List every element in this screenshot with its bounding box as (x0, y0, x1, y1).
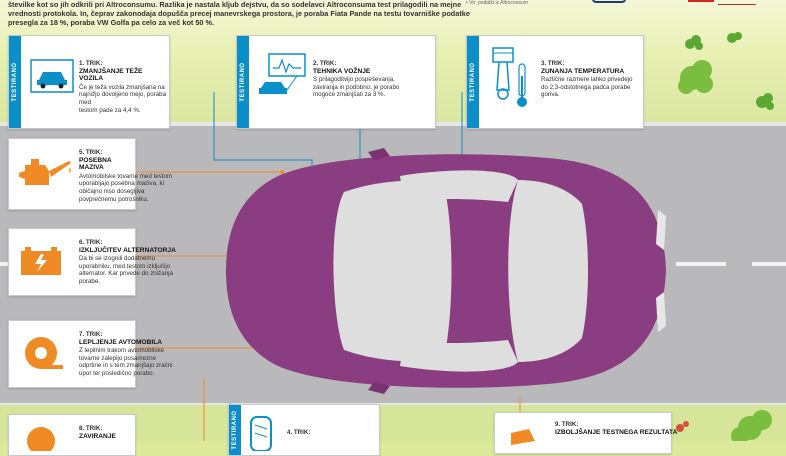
trick-title: ZMANJŠANJE TEŽE VOZILA (79, 67, 143, 83)
trick-title: POSEBNA MAZIVA (79, 156, 112, 172)
trick-desc-line: testom pade za 4,4 %. (79, 106, 141, 114)
lane-marking (752, 262, 786, 266)
trick-card-7: 7. TRIK: LEPLJENJE AVTOMOBILA Z lepilnim… (8, 320, 173, 388)
intro-line: presegla za 18 %, poraba VW Golfa pa cel… (8, 18, 215, 27)
intro-line: številke kot so jih odkrili pri Altrocon… (8, 0, 462, 9)
trick-desc-line: Različne razmere lahko privedejo (541, 76, 633, 84)
trick-desc-line: alternator. Kar privede do znižanja (79, 270, 173, 278)
trick-title: ZUNANJA TEMPERATURA (541, 67, 625, 75)
trick-number: 4. TRIK: (287, 429, 311, 436)
trick-title: TEHNIKA VOŽNJE (313, 67, 371, 75)
trick-title: IZBOLJŠANJE TESTNEGA REZULTATA (555, 428, 678, 436)
tested-tab: TESTIRANO (237, 36, 249, 128)
brake-icon (27, 427, 55, 451)
trick-desc-line: goriva. (541, 91, 560, 99)
trick-desc-line: mogoče zmanjšati za 3 %. (313, 91, 386, 99)
trick-desc-line: Če je teža vozila zmanjšana na (79, 83, 165, 91)
trick-desc-line: običajno niso dosegljiva (79, 187, 145, 195)
tested-tab: TESTIRANO (467, 36, 479, 128)
trick-desc-line: porabe. (79, 277, 100, 285)
trick-title: IZKLJUČITEV ALTERNATORJA (79, 246, 176, 254)
trick-desc-line: Z lepilnim trakom avtomobilske (79, 347, 164, 355)
trick-number: 2. TRIK: (313, 60, 337, 67)
trick-desc-line: zaviranja in podobno, je porabo (313, 83, 400, 91)
trees-illustration (678, 32, 774, 110)
trick-desc-line: odprtine in s tem zmanjšajo zračni (79, 362, 173, 370)
trees-illustration-bottom (676, 410, 772, 441)
trick-title: LEPLJENJE AVTOMOBILA (79, 338, 163, 346)
trick-card-6: 6. TRIK: IZKLJUČITEV ALTERNATORJA Da bi … (8, 228, 176, 296)
trick-number: 6. TRIK: (79, 239, 103, 246)
trick-title: ZAVIRANJE (79, 432, 116, 440)
tested-tab: TESTIRANO (229, 405, 241, 455)
oil-can-icon (19, 159, 71, 185)
trick-number: 3. TRIK: (541, 60, 565, 67)
battery-icon (21, 247, 61, 275)
intro-line: vrednosti protokola. In, čeprav zakonoda… (8, 9, 470, 18)
trick-desc-line: upor ter posledično porabo. (79, 369, 155, 377)
trick-number: 9. TRIK: (555, 421, 579, 428)
car-lift-icon (30, 59, 74, 93)
intro-text: številke kot so jih odkrili pri Altrocon… (8, 0, 470, 27)
lane-marking (676, 262, 726, 266)
trick-card-2: TESTIRANO 2. TRIK: TEHNIKA VOŽNJE S pril… (236, 35, 436, 129)
trick-desc-line: Avtomobilske tovarne med testom (79, 172, 173, 180)
trick-desc-line: S prilagoditvijo pospeševanja, (313, 76, 395, 84)
trick-card-4: TESTIRANO 4. TRIK: (228, 404, 380, 456)
trick-number: 1. TRIK: (79, 60, 103, 67)
piston-thermometer-icon (492, 47, 527, 107)
trick-desc-line: uporabljajo posebna maziva, ki (79, 180, 164, 188)
trick-desc-line: uporabniku, med testom izključijo (79, 262, 171, 270)
trick-desc-line: tovarne zalepijo posamezne (79, 354, 157, 362)
tested-tab: TESTIRANO (9, 36, 21, 128)
trick-desc-line: povprečnemu potrošniku. (79, 195, 149, 203)
car-illustration (226, 148, 666, 394)
source-note: • Vir: podatki iz Altroconsum (466, 0, 528, 6)
trick-desc-line: najnižjo dovoljeno mejo, poraba med (79, 91, 167, 106)
trick-number: 7. TRIK: (79, 331, 103, 338)
trick-card-9: 9. TRIK: IZBOLJŠANJE TESTNEGA REZULTATA (494, 412, 678, 454)
trick-number: 8. TRIK: (79, 425, 103, 432)
trick-card-8: 8. TRIK: ZAVIRANJE (8, 414, 136, 456)
trick-card-3: TESTIRANO 3. TRIK: ZUNANJA TEMPERATURA R… (466, 35, 644, 129)
trick-card-1: TESTIRANO 1. TRIK: ZMANJŠANJE TEŽE VOZIL… (8, 35, 170, 129)
tire-icon (250, 416, 272, 451)
trick-desc-line: Da bi se izognili dodatnemu (79, 255, 156, 263)
tape-roll-icon (25, 337, 63, 369)
oil-can-icon (511, 429, 535, 445)
diagnostic-monitor-icon (259, 53, 306, 94)
logo-mark-red (688, 0, 714, 2)
trick-desc-line: do 2,3-odstotnega padca porabe (541, 83, 631, 91)
trick-number: 5. TRIK: (79, 149, 103, 156)
logo-caption (718, 0, 756, 5)
logo-mark (592, 0, 626, 3)
trick-card-5: 5. TRIK: POSEBNA MAZIVA Avtomobilske tov… (8, 138, 172, 210)
